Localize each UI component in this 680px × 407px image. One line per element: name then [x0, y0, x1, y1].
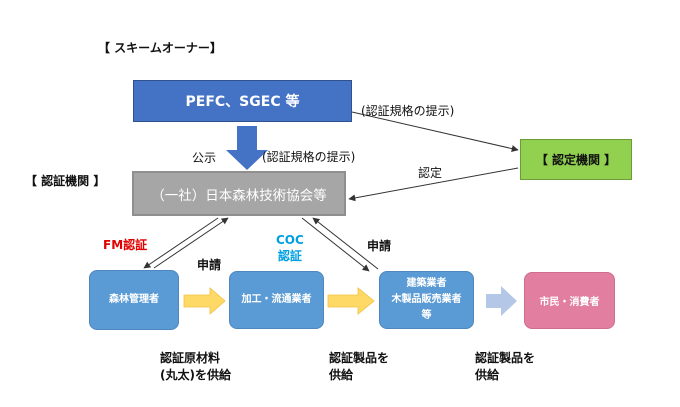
builder-label-line1: 建築業者 [406, 278, 447, 289]
supply-raw-line1: 認証原材料 [160, 351, 221, 365]
scheme-owner-heading: 【 スキームオーナー】 [98, 41, 222, 55]
apply-label-right: 申請 [367, 239, 392, 253]
cert-body-heading: 【 認証機関 】 [25, 174, 106, 188]
supply-products2-line2: 供給 [475, 368, 500, 382]
accreditation-body-label: 【 認定機関 】 [535, 153, 617, 167]
coc-cert-label: COC 認証 [276, 232, 304, 264]
supply-products1-line1: 認証製品を [329, 351, 390, 365]
arrow-builder-to-body [312, 217, 379, 270]
accreditation-body-box: 【 認定機関 】 [520, 139, 632, 180]
flow-arrow-builder-to-citizen [486, 286, 517, 316]
citizen-label: 市民・消費者 [539, 297, 600, 308]
arrow-body-to-forest [143, 217, 219, 269]
publish-label: 公示 [192, 151, 217, 165]
arrow-accreditation-to-body [348, 167, 519, 202]
certification-body-label: （一社）日本森林技術協会等 [151, 187, 327, 204]
processor-box: 加工・流通業者 [229, 271, 324, 329]
publish-arrow [226, 126, 268, 170]
builder-box: 建築業者 木製品販売業者 等 [379, 271, 474, 329]
flow-arrow-forest-to-processor [183, 287, 226, 315]
standard-label-top: (認証規格の提示) [361, 104, 455, 118]
arrow-body-to-builder [301, 217, 370, 272]
builder-label-line3: 等 [421, 310, 432, 321]
fm-cert-label: FM認証 [103, 238, 148, 252]
arrow-owner-to-accreditation [351, 111, 519, 153]
coc-cert-line1: COC [276, 233, 304, 247]
certification-body-box: （一社）日本森林技術協会等 [132, 171, 346, 216]
forest-manager-box: 森林管理者 [89, 270, 179, 330]
standard-label-mid: (認証規格の提示) [262, 150, 356, 164]
supply-label-products-2: 認証製品を 供給 [475, 350, 535, 384]
scheme-owner-label: PEFC、SGEC 等 [185, 94, 300, 110]
citizen-box: 市民・消費者 [524, 272, 615, 329]
forest-manager-label: 森林管理者 [109, 294, 159, 305]
accredit-label: 認定 [418, 166, 443, 180]
supply-products2-line1: 認証製品を [475, 351, 536, 365]
supply-raw-line2: (丸太)を供給 [160, 368, 231, 382]
flow-arrow-processor-to-builder [327, 287, 375, 315]
processor-label: 加工・流通業者 [241, 294, 312, 305]
builder-label-line2: 木製品販売業者 [391, 294, 462, 305]
scheme-owner-box: PEFC、SGEC 等 [133, 80, 352, 122]
supply-label-raw: 認証原材料 (丸太)を供給 [160, 350, 231, 384]
supply-label-products-1: 認証製品を 供給 [329, 350, 389, 384]
apply-label-left: 申請 [197, 258, 222, 272]
supply-products1-line2: 供給 [329, 368, 354, 382]
arrow-forest-to-body [153, 217, 229, 269]
coc-cert-line2: 認証 [277, 249, 302, 263]
